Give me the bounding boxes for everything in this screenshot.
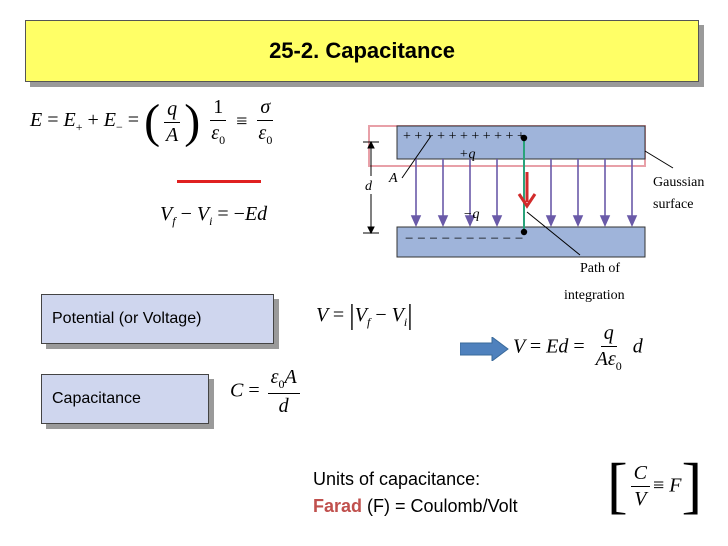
plus-charge-label: +q	[459, 147, 475, 162]
path-pointer	[526, 211, 581, 256]
units-farad-line: Farad (F) = Coulomb/Volt	[313, 493, 518, 520]
bottom-plate-signs: − − − − − − − − − −	[405, 231, 523, 247]
field-lines	[410, 159, 638, 227]
gaussian-label-line2: surface	[653, 197, 693, 212]
top-plate-signs: + + + + + + + + + + +	[403, 129, 525, 144]
potential-label-box: Potential (or Voltage)	[41, 294, 274, 344]
area-pointer	[401, 135, 432, 179]
voltage-magnitude-equation: V = |Vf − Vi|	[316, 300, 413, 331]
area-label: A	[388, 171, 398, 186]
potential-label: Potential (or Voltage)	[52, 310, 202, 327]
gaussian-label-line1: Gaussian	[653, 175, 704, 190]
farad-definition: (F) = Coulomb/Volt	[362, 496, 518, 516]
gaussian-pointer	[644, 150, 674, 169]
capacitance-label-box: Capacitance	[41, 374, 209, 424]
path-label-line1: Path of	[580, 261, 620, 276]
separation-label: d	[365, 179, 373, 194]
capacitance-label: Capacitance	[52, 390, 141, 407]
down-arrow-icon	[517, 172, 537, 209]
top-plate	[396, 125, 646, 160]
path-label-line2: integration	[564, 288, 625, 303]
potential-difference-equation: Vf − Vi = −Ed	[160, 203, 268, 228]
farad-word: Farad	[313, 496, 363, 516]
title-banner: 25-2. Capacitance	[25, 20, 699, 82]
units-intro: Units of capacitance:	[313, 469, 481, 489]
right-arrow-icon	[460, 337, 509, 361]
minus-charge-label: −q	[463, 207, 479, 222]
highlight-underline	[177, 180, 261, 183]
parallel-plate-figure: + + + + + + + + + + + − − − − − − − − − …	[363, 125, 704, 303]
units-text: Units of capacitance: Farad (F) = Coulom…	[313, 466, 518, 520]
separation-dimension	[363, 140, 379, 235]
page-title: 25-2. Capacitance	[269, 38, 455, 63]
bottom-endpoint-dot	[520, 228, 528, 236]
top-endpoint-dot	[520, 134, 528, 142]
